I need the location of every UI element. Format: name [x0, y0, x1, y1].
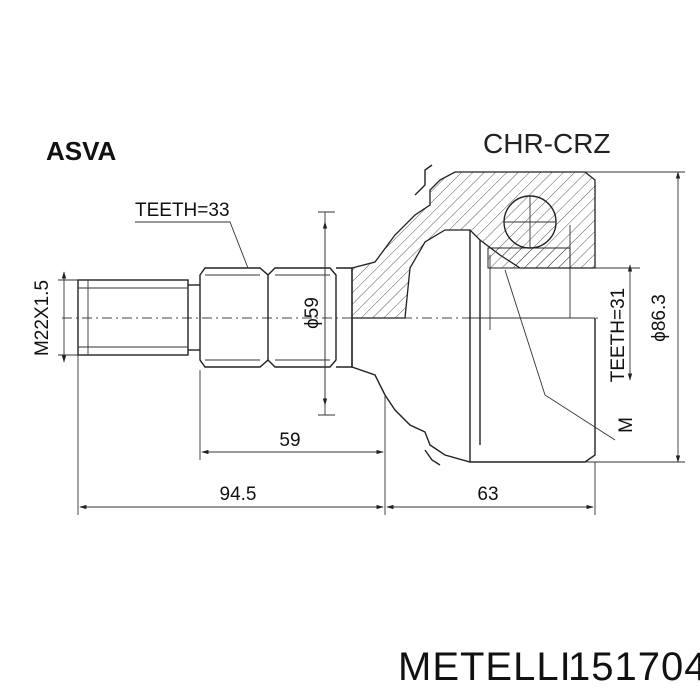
teeth33-leader: [135, 221, 249, 269]
part-number-label: 151704: [568, 645, 700, 689]
dim-63-label: 63: [477, 484, 498, 505]
outer-diameter-label: ϕ86.3: [649, 294, 670, 342]
thread-label: M22X1.5: [32, 280, 53, 356]
m-leader: [504, 269, 616, 441]
model-label: CHR-CRZ: [483, 128, 611, 159]
inner-teeth-label: TEETH=31: [608, 288, 629, 383]
dim-945-label: 94.5: [220, 484, 257, 505]
bell-housing: [351, 164, 596, 466]
shaft-diameter-label: ϕ59: [302, 297, 323, 329]
manufacturer-label: METELLI: [398, 645, 572, 689]
dim-59-label: 59: [279, 430, 300, 451]
splined-shaft: [199, 267, 353, 368]
brand-label: ASVA: [46, 136, 117, 166]
inner-race: [470, 195, 595, 319]
m-mark-label: M: [616, 417, 637, 433]
outer-teeth-label: TEETH=33: [135, 200, 230, 221]
threaded-end: [77, 279, 200, 356]
